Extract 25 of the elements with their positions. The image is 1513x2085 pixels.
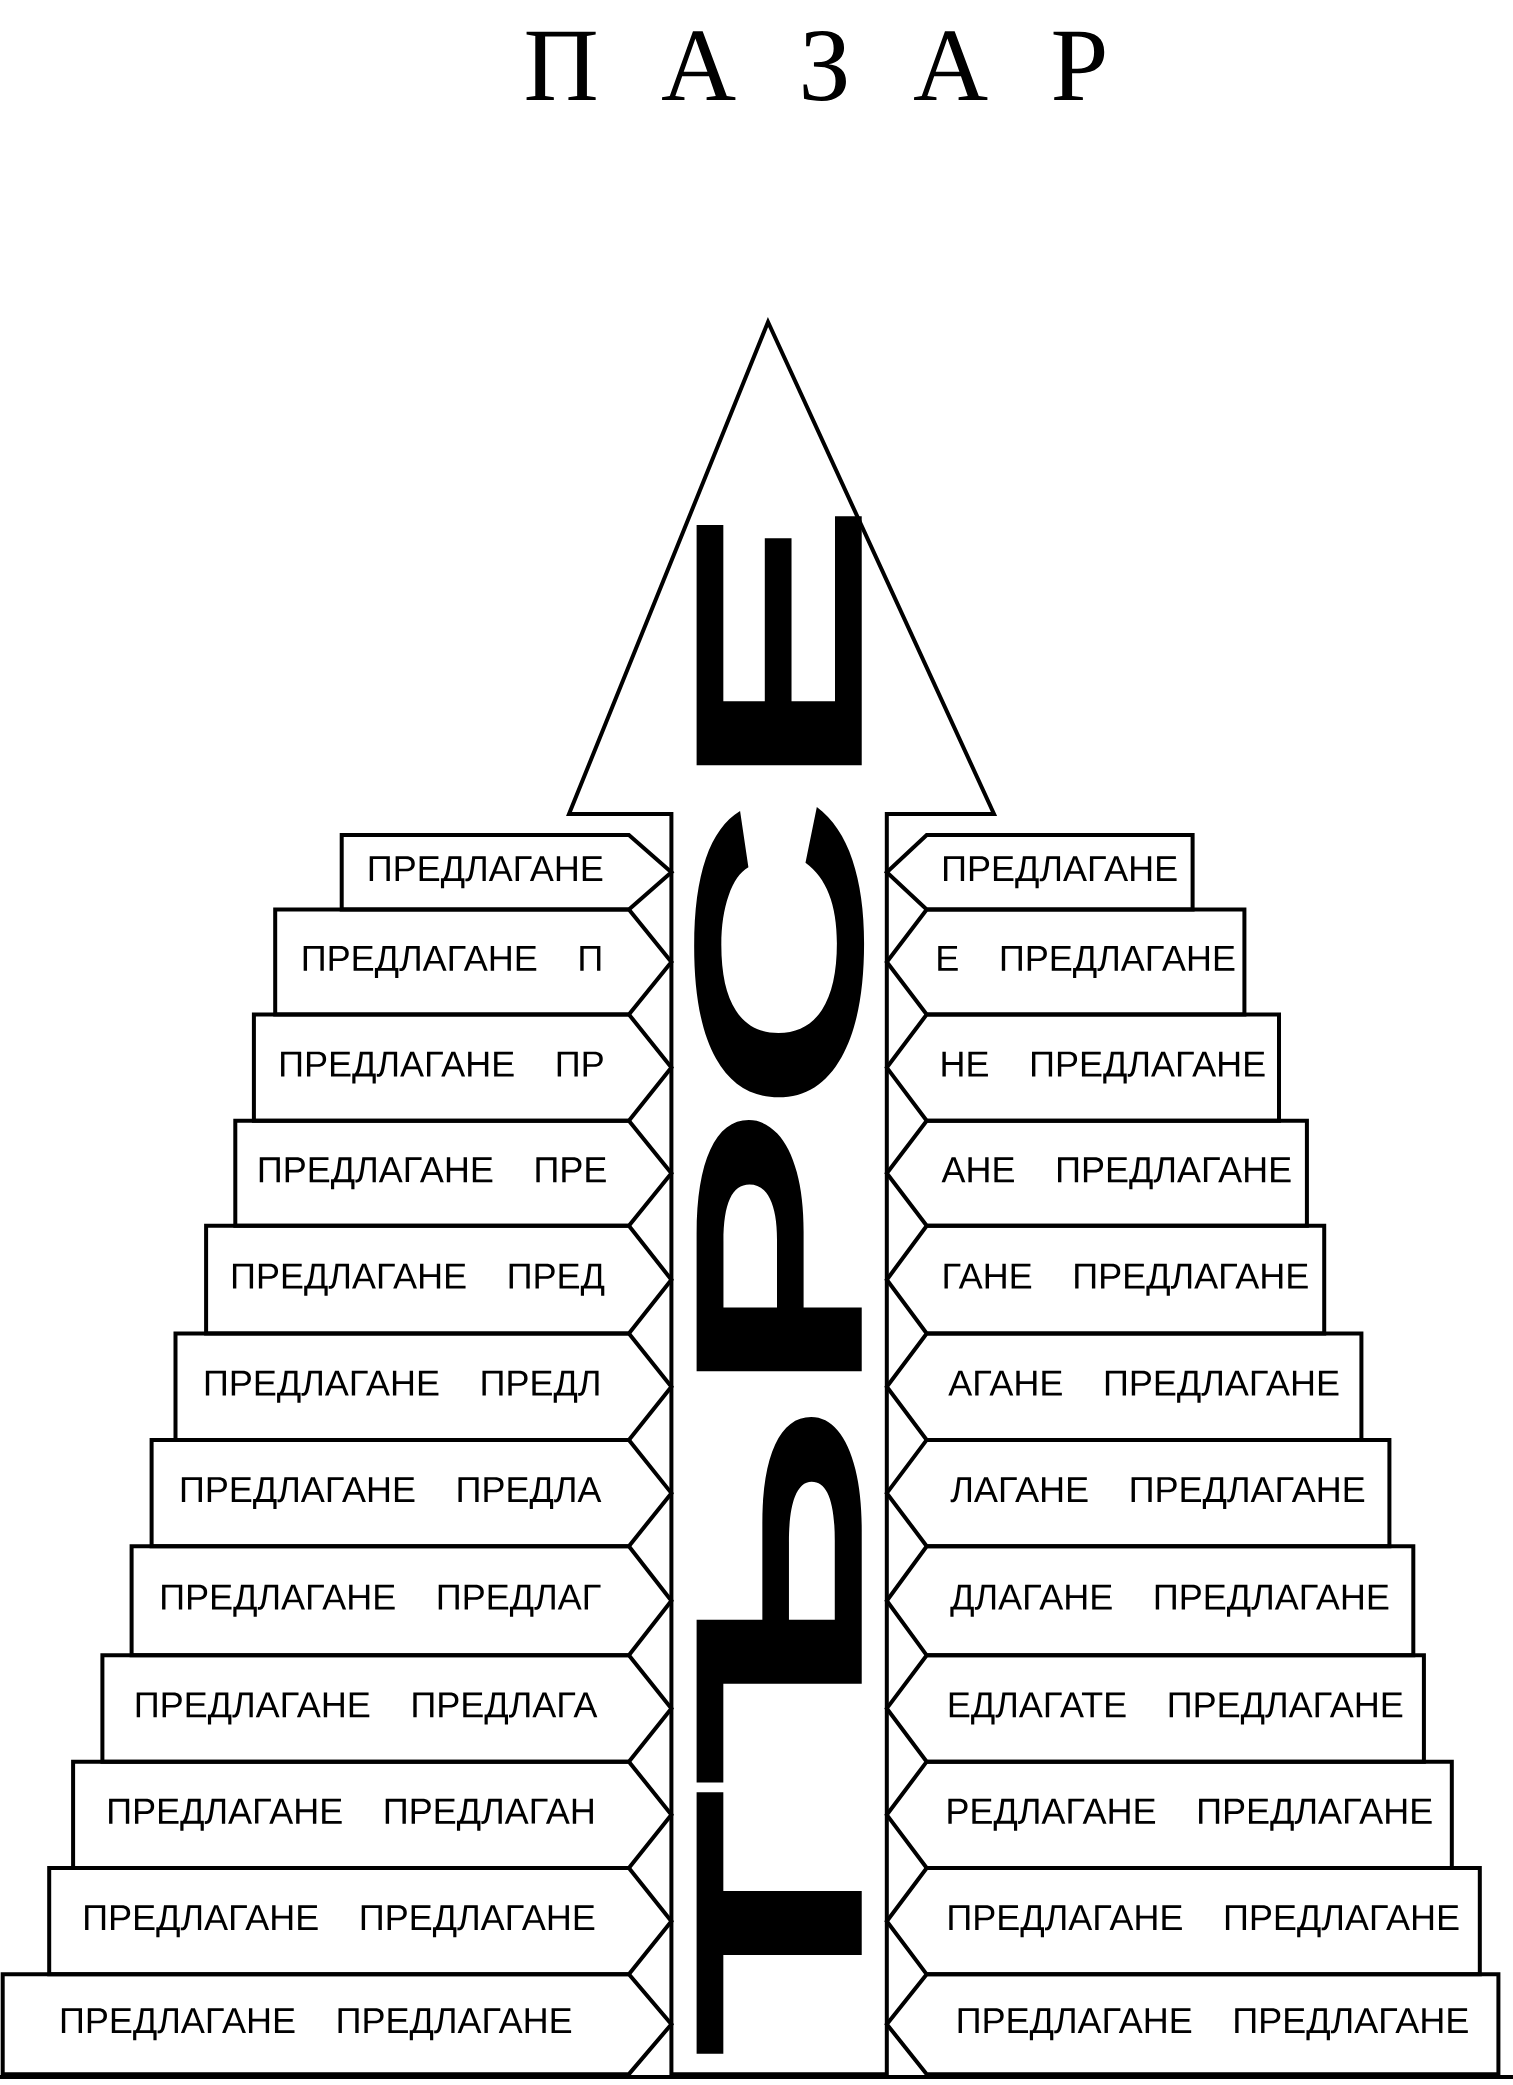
- chevron-box: ПРЕДЛАГАНЕ ПРЕДЛАГАНЕ: [884, 1866, 1482, 1977]
- chevron-box: ПРЕДЛАГАНЕ: [883, 832, 1195, 912]
- chevron-box: ПРЕДЛАГАНЕ ПРЕДЛАГАНЕ: [0, 1972, 675, 2077]
- chevron-box: ПРЕДЛАГАНЕ ПРЕДЛ: [173, 1331, 674, 1442]
- chevron-box: ПРЕДЛАГАНЕ ПР: [251, 1012, 674, 1123]
- chevron-box: ПРЕДЛАГАНЕ ПРЕДЛАГАНЕ: [47, 1866, 674, 1977]
- chevron-box: НЕ ПРЕДЛАГАНЕ: [884, 1012, 1281, 1123]
- chevron-box: ПРЕДЛАГАНЕ ПРЕДЛАГАНЕ: [884, 1972, 1501, 2077]
- chevron-box: ПРЕДЛАГАНЕ ПРЕ: [233, 1118, 674, 1228]
- chevron-box: ПРЕДЛАГАНЕ: [339, 832, 675, 912]
- chevron-box: ЛАГАНЕ ПРЕДЛАГАНЕ: [884, 1437, 1392, 1549]
- chevron-box: ГАНЕ ПРЕДЛАГАНЕ: [884, 1223, 1327, 1336]
- chevron-box: АГАНЕ ПРЕДЛАГАНЕ: [884, 1331, 1364, 1442]
- chevron-box: ПРЕДЛАГАНЕ ПРЕДЛАГАН: [71, 1759, 674, 1870]
- chevron-box: ПРЕДЛАГАНЕ ПРЕД: [204, 1223, 674, 1336]
- chevron-box: ПРЕДЛАГАНЕ П: [273, 907, 674, 1017]
- chevron-box: ДЛАГАНЕ ПРЕДЛАГАНЕ: [884, 1544, 1416, 1658]
- chevron-box: ПРЕДЛАГАНЕ ПРЕДЛАГА: [100, 1653, 674, 1764]
- chevron-box: ПРЕДЛАГАНЕ ПРЕДЛА: [149, 1437, 674, 1549]
- title: П А З А Р: [526, 31, 1105, 101]
- chevron-box: Е ПРЕДЛАГАНЕ: [884, 907, 1247, 1017]
- chevron-box: РЕДЛАГАНЕ ПРЕДЛАГАНЕ: [884, 1759, 1454, 1870]
- chevron-box: ЕДЛАГАТЕ ПРЕДЛАГАНЕ: [884, 1653, 1426, 1764]
- chevron-box: ПРЕДЛАГАНЕ ПРЕДЛАГ: [129, 1544, 674, 1658]
- chevron-box: АНЕ ПРЕДЛАГАНЕ: [884, 1118, 1309, 1228]
